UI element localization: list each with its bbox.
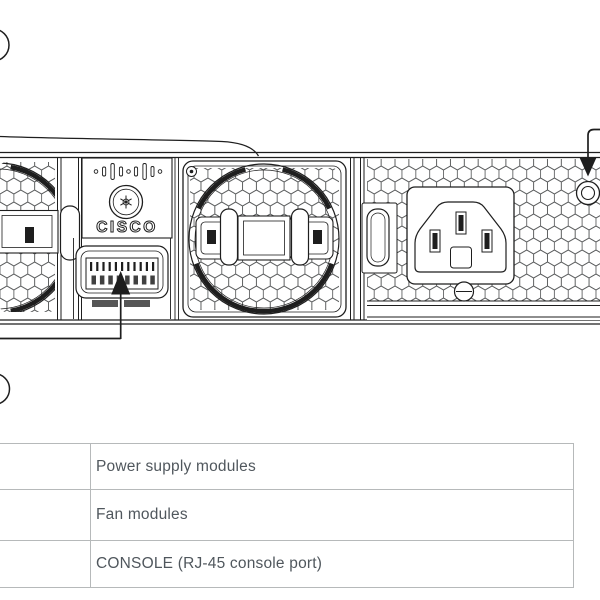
mode-emblem-icon — [108, 184, 144, 220]
psu-callout-arrow — [579, 128, 600, 177]
table-cell-number — [0, 541, 91, 587]
psu-handle — [366, 208, 390, 267]
table-cell-label: Power supply modules — [96, 457, 256, 475]
table-cell-number — [0, 490, 91, 540]
callout-circle-top — [0, 29, 10, 61]
fan-handle — [290, 208, 310, 266]
legend-table: Power supply modules Fan modules CONSOLE… — [0, 443, 574, 588]
power-supply-module — [361, 159, 600, 320]
table-row: CONSOLE (RJ-45 console port) — [0, 541, 573, 588]
fan-callout-line — [0, 135, 260, 157]
panel-divider — [174, 158, 179, 320]
thumbscrew-icon — [453, 281, 475, 302]
fan-handle — [219, 208, 239, 266]
port-label — [124, 300, 150, 307]
port-label — [92, 300, 118, 307]
table-cell-label: Fan modules — [96, 506, 188, 523]
rear-panel-figure: CISCO — [0, 29, 600, 405]
psu-led-icon — [575, 180, 600, 206]
console-callout-arrow — [0, 271, 131, 340]
table-row: Power supply modules — [0, 444, 573, 490]
fan-module-1 — [0, 158, 82, 320]
module-divider — [350, 158, 365, 320]
table-cell-label: CONSOLE (RJ-45 console port) — [96, 555, 323, 572]
table-cell-number — [0, 444, 91, 489]
table-row: Fan modules — [0, 490, 573, 541]
cisco-logo-text: CISCO — [96, 219, 158, 236]
fan-module-2 — [182, 160, 347, 318]
fan-handle — [59, 205, 81, 261]
console-port — [73, 238, 171, 319]
ac-inlet — [406, 186, 515, 285]
callout-circle-bottom — [0, 373, 11, 405]
rj45-pins — [90, 262, 155, 271]
status-leds-icon — [93, 163, 163, 180]
cisco-panel: CISCO — [81, 157, 173, 239]
